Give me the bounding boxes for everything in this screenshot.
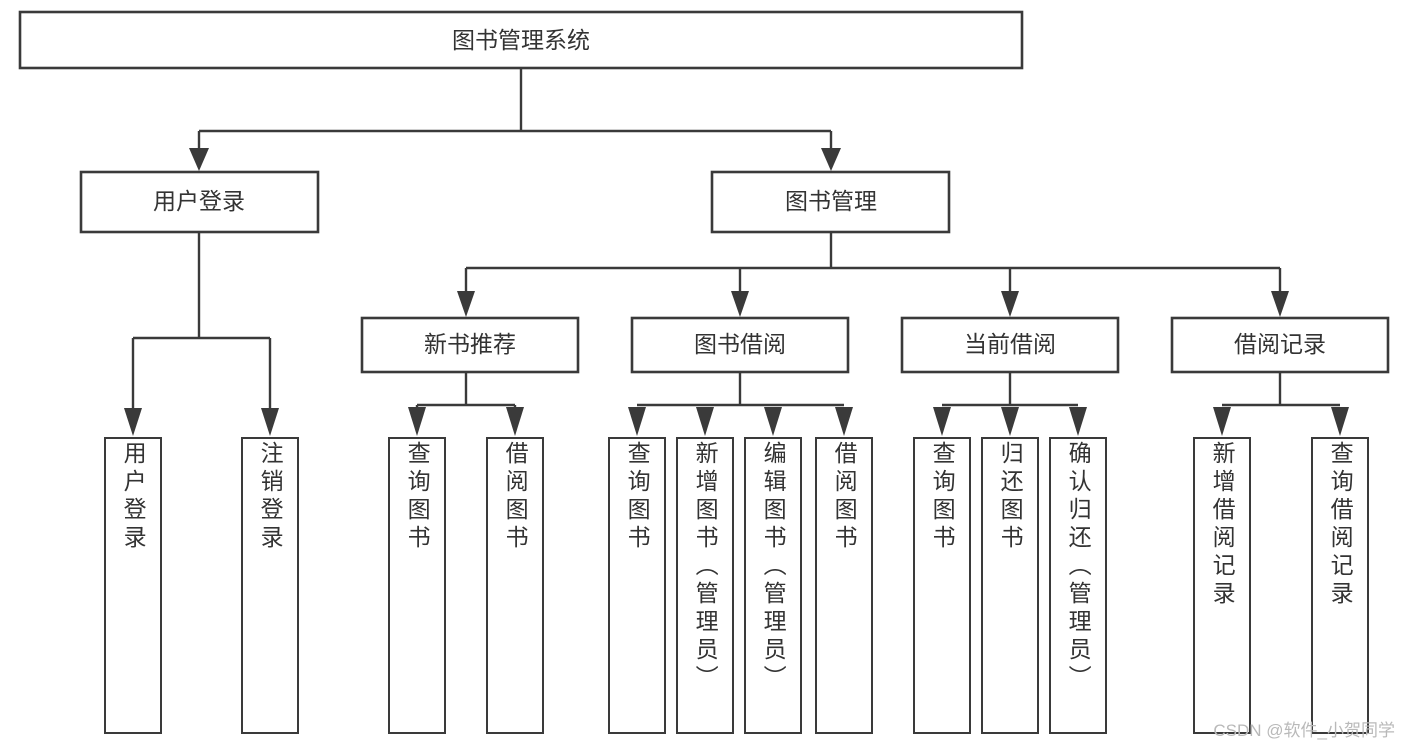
leaf-new-book-1-label: 查询图书 (404, 441, 431, 553)
leaf-book-borrow-1[interactable]: 查询图书 (608, 437, 666, 734)
node-root-label: 图书管理系统 (452, 27, 590, 53)
leaf-book-borrow-3[interactable]: 编辑图书（管理员） (744, 437, 802, 734)
arrow-head-newbook-1 (408, 407, 426, 436)
node-book-borrow[interactable]: 图书借阅 (630, 316, 850, 374)
leaf-current-borrow-1[interactable]: 查询图书 (913, 437, 971, 734)
leaf-book-borrow-2[interactable]: 新增图书（管理员） (676, 437, 734, 734)
connector-group-currentborrow-to-leaves (933, 372, 1087, 436)
arrow-head-l3-4 (1271, 291, 1289, 317)
node-current-borrow-rect[interactable] (900, 316, 1120, 374)
node-borrow-record-rect[interactable] (1170, 316, 1390, 374)
leaf-borrow-record-2-label: 查询借阅记录 (1327, 441, 1354, 609)
node-new-book-recommend-rect[interactable] (360, 316, 580, 374)
node-root-rect[interactable] (18, 10, 1024, 70)
leaf-book-borrow-1-label: 查询图书 (624, 441, 651, 553)
node-current-borrow[interactable]: 当前借阅 (900, 316, 1120, 374)
connector-group-root-to-level2 (189, 68, 841, 171)
leaf-current-borrow-1-label: 查询图书 (929, 441, 956, 553)
leaf-new-book-2-label: 借阅图书 (502, 441, 529, 553)
leaf-book-borrow-2-label: 新增图书（管理员） (692, 441, 719, 693)
leaf-current-borrow-2[interactable]: 归还图书 (981, 437, 1039, 734)
connector-group-userlogin-to-leaves (124, 232, 279, 436)
connector-group-borrowrecord-to-leaves (1213, 372, 1349, 436)
arrow-head-bookborrow-2 (696, 407, 714, 436)
leaf-user-login-2[interactable]: 注销登录 (241, 437, 299, 734)
node-root[interactable]: 图书管理系统 (18, 10, 1024, 70)
watermark-text: CSDN @软件_小贺同学 (1213, 721, 1395, 740)
node-book-management-rect[interactable] (710, 170, 951, 234)
arrow-head-userlogin-1 (124, 408, 142, 436)
node-borrow-record[interactable]: 借阅记录 (1170, 316, 1390, 374)
node-new-book-recommend-label: 新书推荐 (424, 331, 516, 357)
leaf-current-borrow-3[interactable]: 确认归还（管理员） (1049, 437, 1107, 734)
leaf-current-borrow-3-label: 确认归还（管理员） (1065, 441, 1092, 693)
arrow-head-currentborrow-2 (1001, 407, 1019, 436)
arrow-head-root-1 (189, 148, 209, 171)
arrow-head-borrowrecord-2 (1331, 407, 1349, 436)
leaf-user-login-1[interactable]: 用户登录 (104, 437, 162, 734)
arrow-head-l3-3 (1001, 291, 1019, 317)
arrow-head-root-2 (821, 148, 841, 171)
arrow-head-newbook-2 (506, 407, 524, 436)
arrow-head-bookborrow-1 (628, 407, 646, 436)
connector-group-newbook-to-leaves (408, 372, 524, 436)
leaf-borrow-record-1[interactable]: 新增借阅记录 (1193, 437, 1251, 734)
node-user-login-rect[interactable] (79, 170, 320, 234)
node-current-borrow-label: 当前借阅 (964, 331, 1056, 357)
connector-group-bookmgmt-to-level3 (457, 232, 1289, 317)
arrow-head-bookborrow-4 (835, 407, 853, 436)
node-book-borrow-label: 图书借阅 (694, 331, 786, 357)
node-user-login-label: 用户登录 (153, 188, 245, 214)
leaf-new-book-2[interactable]: 借阅图书 (486, 437, 544, 734)
leaf-book-borrow-4[interactable]: 借阅图书 (815, 437, 873, 734)
arrow-head-l3-2 (731, 291, 749, 317)
leaf-new-book-1[interactable]: 查询图书 (388, 437, 446, 734)
node-borrow-record-label: 借阅记录 (1234, 331, 1326, 357)
leaf-book-borrow-4-label: 借阅图书 (831, 441, 858, 553)
node-book-management[interactable]: 图书管理 (710, 170, 951, 234)
node-book-management-label: 图书管理 (785, 188, 877, 214)
leaf-borrow-record-1-label: 新增借阅记录 (1209, 441, 1236, 609)
leaf-user-login-2-label: 注销登录 (257, 441, 284, 553)
leaf-user-login-1-label: 用户登录 (120, 441, 147, 553)
node-new-book-recommend[interactable]: 新书推荐 (360, 316, 580, 374)
arrow-head-currentborrow-1 (933, 407, 951, 436)
arrow-head-userlogin-2 (261, 408, 279, 436)
arrow-head-currentborrow-3 (1069, 407, 1087, 436)
connector-group-bookborrow-to-leaves (628, 372, 853, 436)
node-user-login[interactable]: 用户登录 (79, 170, 320, 234)
node-book-borrow-rect[interactable] (630, 316, 850, 374)
arrow-head-borrowrecord-1 (1213, 407, 1231, 436)
leaf-current-borrow-2-label: 归还图书 (997, 441, 1024, 553)
arrow-head-l3-1 (457, 291, 475, 317)
arrow-head-bookborrow-3 (764, 407, 782, 436)
leaf-book-borrow-3-label: 编辑图书（管理员） (760, 441, 787, 693)
leaf-borrow-record-2[interactable]: 查询借阅记录 (1311, 437, 1369, 734)
